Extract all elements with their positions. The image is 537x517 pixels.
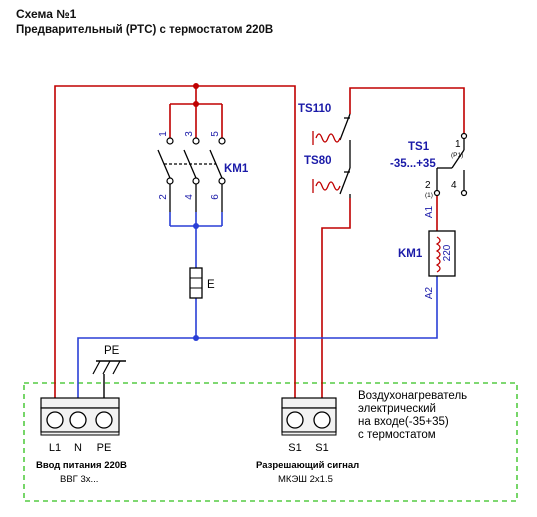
- device-note-line-3: на входе(-35+35): [358, 416, 449, 428]
- ts80-label: TS80: [304, 155, 332, 167]
- junction-dots: [193, 83, 199, 341]
- bimetal-elements: [312, 131, 341, 193]
- km1-pin-5: 5: [210, 131, 221, 137]
- thermostat-pin-4: 4: [451, 180, 457, 191]
- coil-voltage: 220: [442, 244, 453, 261]
- terminal-label-s1-b: S1: [315, 442, 328, 454]
- heater-label: E: [207, 279, 215, 291]
- km1-pin-4: 4: [184, 194, 195, 200]
- contactor-coil: 220 KM1 A1 A2: [398, 205, 456, 299]
- earth-symbol: PE: [92, 345, 126, 400]
- contactor-km1: 1 3 5 2 4 6 KM1: [157, 131, 249, 212]
- thermal-switches: TS110 TS80: [298, 103, 351, 198]
- heater-element: E: [189, 267, 215, 299]
- signal-terminal-block: S1 S1 Разрешающий сигнал МКЭШ 2х1.5: [256, 397, 359, 485]
- thermostat-range: -35...+35: [390, 158, 436, 170]
- km1-pin-1: 1: [158, 131, 169, 137]
- device-note-line-2: электрический: [358, 403, 436, 415]
- device-description: Воздухонагреватель электрический на вход…: [358, 390, 467, 441]
- power-terminal-cable: ВВГ 3х...: [60, 474, 98, 485]
- km1-pin-6: 6: [210, 194, 221, 200]
- km1-pin-2: 2: [158, 194, 169, 200]
- ts110-label: TS110: [298, 103, 331, 115]
- thermostat-ts1: TS1 -35...+35 1 (P1) 2 (1) 4: [390, 132, 468, 199]
- phase-wiring: [54, 85, 465, 400]
- thermostat-label: TS1: [408, 141, 430, 153]
- scheme-subtitle: Предварительный (РТС) с термостатом 220В: [16, 24, 274, 36]
- thermostat-pin-p1: (P1): [451, 152, 463, 159]
- terminal-label-n: N: [74, 442, 82, 454]
- terminal-label-s1-a: S1: [288, 442, 301, 454]
- contactor-label: KM1: [224, 163, 249, 175]
- coil-label: KM1: [398, 248, 423, 260]
- device-note-line-1: Воздухонагреватель: [358, 390, 467, 402]
- device-boundary: [23, 382, 518, 502]
- earth-label: PE: [104, 345, 120, 357]
- device-note-line-4: с термостатом: [358, 429, 436, 441]
- thermostat-pin-1: 1: [455, 139, 461, 150]
- km1-pin-3: 3: [184, 131, 195, 137]
- signal-terminal-title: Разрешающий сигнал: [256, 460, 359, 471]
- power-terminal-block: L1 N PE Ввод питания 220В ВВГ 3х...: [36, 397, 127, 485]
- thermostat-pin-2-sub: (1): [425, 192, 433, 199]
- terminal-label-pe: PE: [97, 442, 112, 454]
- coil-pin-a2: A2: [424, 286, 435, 299]
- signal-terminal-cable: МКЭШ 2х1.5: [278, 474, 333, 485]
- terminal-label-l1: L1: [49, 442, 61, 454]
- thermostat-pin-2: 2: [425, 180, 431, 191]
- power-terminal-title: Ввод питания 220В: [36, 460, 127, 471]
- scheme-number: Схема №1: [16, 7, 77, 21]
- coil-pin-a1: A1: [424, 205, 435, 218]
- neutral-wiring: [77, 212, 438, 400]
